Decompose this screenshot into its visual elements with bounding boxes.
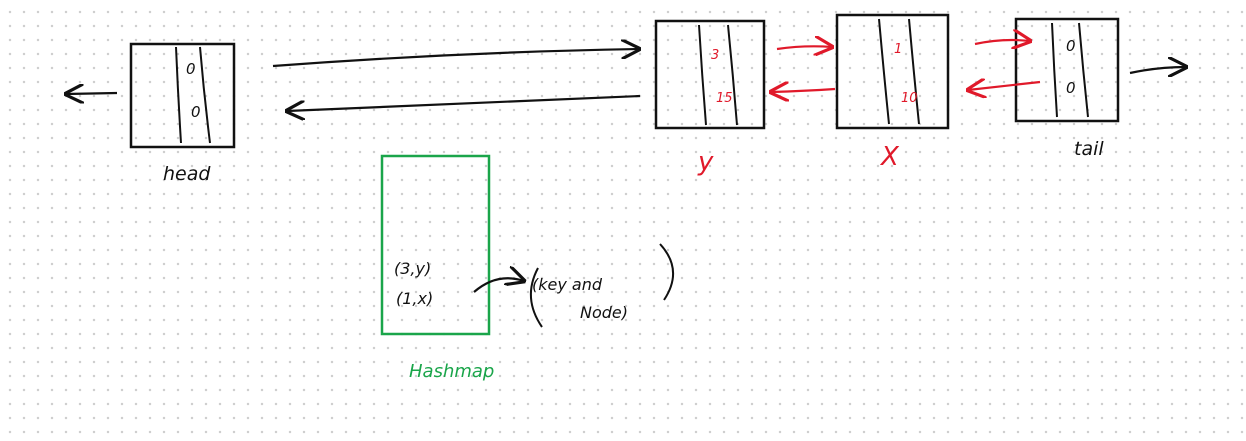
node-tail-divider-right: [1078, 22, 1089, 118]
node-head: 0 0 head: [129, 42, 236, 185]
node-tail: 0 0 tail: [1014, 17, 1120, 160]
hashmap-label: Hashmap: [409, 361, 494, 382]
hashmap-entry-1: (3,y): [394, 259, 431, 278]
node-y-top-value: 3: [711, 48, 719, 63]
node-head-divider-left: [175, 46, 182, 144]
arrow-head-to-y: [272, 49, 639, 68]
node-y-label: y: [697, 147, 714, 177]
node-tail-bottom-value: 0: [1066, 79, 1076, 97]
node-y-bottom-value: 15: [716, 91, 733, 106]
note-line-2: Node): [580, 303, 628, 322]
node-x: 1 10 X: [835, 13, 950, 172]
node-head-bottom-value: 0: [191, 103, 201, 121]
node-head-label: head: [163, 163, 211, 185]
hashmap-box: [380, 154, 491, 336]
node-tail-divider-left: [1051, 22, 1058, 118]
arrow-y-to-x: [776, 46, 832, 49]
note-line-1: (key and: [532, 275, 603, 294]
hashmap: (3,y) (1,x) Hashmap: [380, 154, 494, 382]
arrow-head-prev: [66, 93, 118, 94]
node-x-label: X: [879, 142, 900, 172]
hashmap-entry-2: (1,x): [396, 289, 433, 308]
node-head-top-value: 0: [186, 60, 196, 78]
node-x-top-value: 1: [894, 42, 902, 57]
node-x-divider-left: [878, 18, 890, 125]
node-head-box: [129, 42, 236, 149]
node-x-box: [835, 13, 950, 130]
node-x-divider-right: [908, 18, 920, 125]
node-tail-label: tail: [1074, 138, 1104, 160]
node-y-divider-right: [727, 24, 738, 126]
node-tail-top-value: 0: [1066, 37, 1076, 55]
node-y-box: [654, 19, 766, 130]
note-bracket-left: [529, 267, 543, 328]
node-y-divider-left: [698, 24, 707, 126]
arrow-y-to-head: [287, 94, 641, 111]
node-tail-box: [1014, 17, 1120, 123]
arrow-tail-next: [1129, 67, 1186, 73]
node-head-divider-right: [199, 46, 211, 144]
node-y: 3 15 y: [654, 19, 766, 177]
arrow-x-to-y: [771, 89, 836, 92]
note-bracket-right: [659, 243, 675, 301]
node-x-bottom-value: 10: [901, 91, 918, 106]
arrow-hashmap-to-note: [473, 278, 524, 293]
arrow-tail-to-x: [968, 82, 1041, 90]
arrow-x-to-tail: [974, 40, 1030, 44]
